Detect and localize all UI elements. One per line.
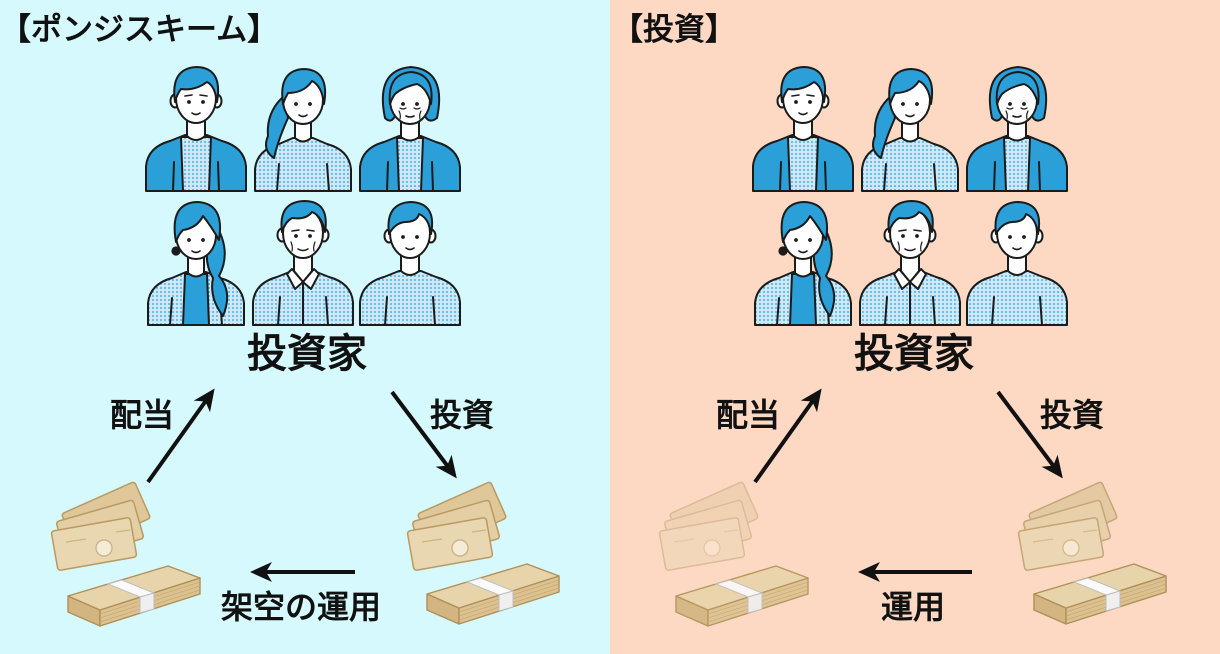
- older-woman-icon: [966, 66, 1068, 192]
- man-in-jacket-icon: [752, 66, 854, 192]
- investment-arrows-group: [753, 388, 1063, 582]
- dividend-arrow-icon: [146, 388, 215, 484]
- woman-with-ponytail-icon: [861, 68, 959, 192]
- ponzi-investment-label: 投資: [430, 397, 495, 433]
- money-bundle-icon: [67, 565, 201, 627]
- investment-arrow-icon: [390, 390, 457, 479]
- older-woman-icon: [359, 66, 461, 192]
- money-bundle-icon: [1033, 563, 1167, 625]
- ponzi-dividend-label: 配当: [110, 397, 175, 433]
- young-man-icon: [359, 201, 461, 326]
- woman-with-long-hair-icon: [754, 201, 852, 326]
- ponzi-investors-group: [145, 66, 461, 326]
- money-bundle-icon: [675, 565, 809, 627]
- man-in-jacket-icon: [145, 66, 247, 192]
- woman-with-ponytail-icon: [254, 68, 352, 192]
- woman-with-long-hair-icon: [147, 201, 245, 326]
- investment-panel-title: 【投資】: [612, 12, 736, 47]
- dividend-arrow-icon: [753, 388, 822, 484]
- ponzi-arrows-group: [146, 388, 457, 582]
- money-bundle-icon: [426, 563, 560, 625]
- investment-investors-group: [752, 66, 1068, 326]
- investment-investment-label: 投資: [1040, 397, 1105, 433]
- ponzi-operation-label: 架空の運用: [221, 589, 382, 625]
- young-man-icon: [966, 201, 1068, 326]
- banknotes-icon: [406, 480, 508, 572]
- investment-operation-label: 運用: [881, 589, 946, 625]
- older-man-icon: [252, 200, 354, 326]
- ponzi-panel-title: 【ポンジスキーム】: [0, 12, 279, 47]
- banknotes-icon: [658, 480, 760, 572]
- investment-arrow-icon: [996, 390, 1063, 479]
- ponzi-investors-label: 投資家: [247, 332, 367, 376]
- banknotes-icon: [50, 480, 152, 572]
- investment-dividend-label: 配当: [716, 397, 781, 433]
- older-man-icon: [859, 200, 961, 326]
- investment-investors-label: 投資家: [854, 332, 974, 376]
- banknotes-icon: [1017, 480, 1119, 572]
